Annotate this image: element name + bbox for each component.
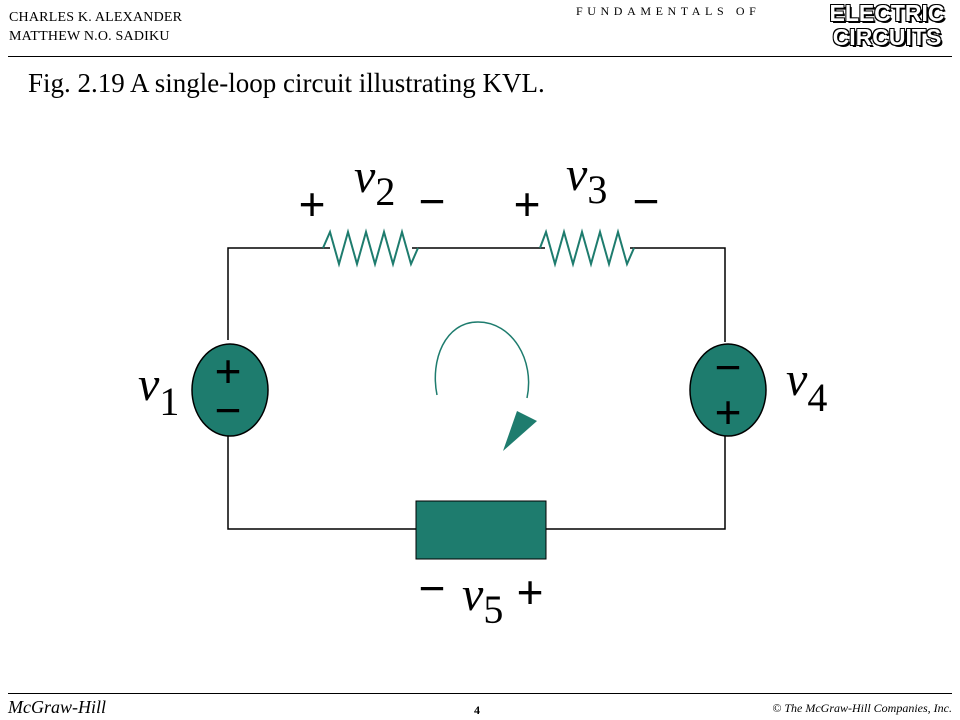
page-number: 4 bbox=[474, 703, 480, 717]
figure-caption: Fig. 2.19 A single-loop circuit illustra… bbox=[28, 68, 545, 98]
v4-var: v bbox=[786, 353, 808, 406]
v5-var: v bbox=[462, 568, 484, 621]
book-title-line-1: ELECTRIC bbox=[829, 0, 945, 26]
resistor-v2 bbox=[322, 228, 419, 268]
voltage-source-v1 bbox=[191, 343, 269, 437]
v4-label: v4 bbox=[786, 353, 827, 420]
v4-subscript: 4 bbox=[807, 375, 827, 420]
v1-var: v bbox=[138, 358, 160, 411]
v2-subscript: 2 bbox=[375, 169, 395, 214]
v1-plus-sign: + bbox=[215, 345, 242, 397]
v2-plus-sign: + bbox=[299, 178, 326, 230]
v2-minus-sign: − bbox=[419, 175, 446, 227]
kvl-loop-arrow bbox=[434, 321, 530, 399]
element-v5-box bbox=[415, 500, 547, 560]
v5-plus-sign: + bbox=[517, 566, 544, 618]
v3-subscript: 3 bbox=[587, 167, 607, 212]
book-series-label: FUNDAMENTALS OF bbox=[576, 4, 761, 18]
book-title-line-2: CIRCUITS bbox=[832, 24, 942, 50]
v3-plus-sign: + bbox=[514, 178, 541, 230]
footer-divider bbox=[8, 693, 952, 694]
circuit-wires bbox=[227, 247, 726, 530]
voltage-source-v4 bbox=[689, 343, 767, 437]
v2-label: v2 bbox=[354, 150, 395, 214]
book-title-logo: ELECTRIC CIRCUITS bbox=[816, 1, 958, 49]
v5-subscript: 5 bbox=[483, 587, 503, 632]
v2-var: v bbox=[354, 150, 376, 203]
v1-label: v1 bbox=[138, 358, 179, 424]
v1-subscript: 1 bbox=[159, 379, 179, 424]
v5-minus-sign: − bbox=[419, 562, 446, 614]
v3-minus-sign: − bbox=[633, 175, 660, 227]
loop-arrowhead bbox=[503, 411, 537, 451]
v3-var: v bbox=[566, 148, 588, 201]
v3-label: v3 bbox=[566, 148, 607, 212]
author-1: CHARLES K. ALEXANDER bbox=[9, 10, 183, 25]
v4-minus-sign: − bbox=[715, 341, 742, 393]
header-divider bbox=[8, 56, 952, 57]
publisher-name: McGraw-Hill bbox=[8, 697, 106, 717]
v4-plus-sign: + bbox=[715, 386, 742, 438]
v1-minus-sign: − bbox=[215, 384, 242, 436]
v5-label: v5 bbox=[462, 568, 503, 632]
author-2: MATTHEW N.O. SADIKU bbox=[9, 29, 170, 44]
resistor-v3 bbox=[539, 228, 635, 268]
copyright-notice: © The McGraw-Hill Companies, Inc. bbox=[772, 701, 952, 715]
author-names: CHARLES K. ALEXANDER MATTHEW N.O. SADIKU bbox=[9, 8, 182, 46]
